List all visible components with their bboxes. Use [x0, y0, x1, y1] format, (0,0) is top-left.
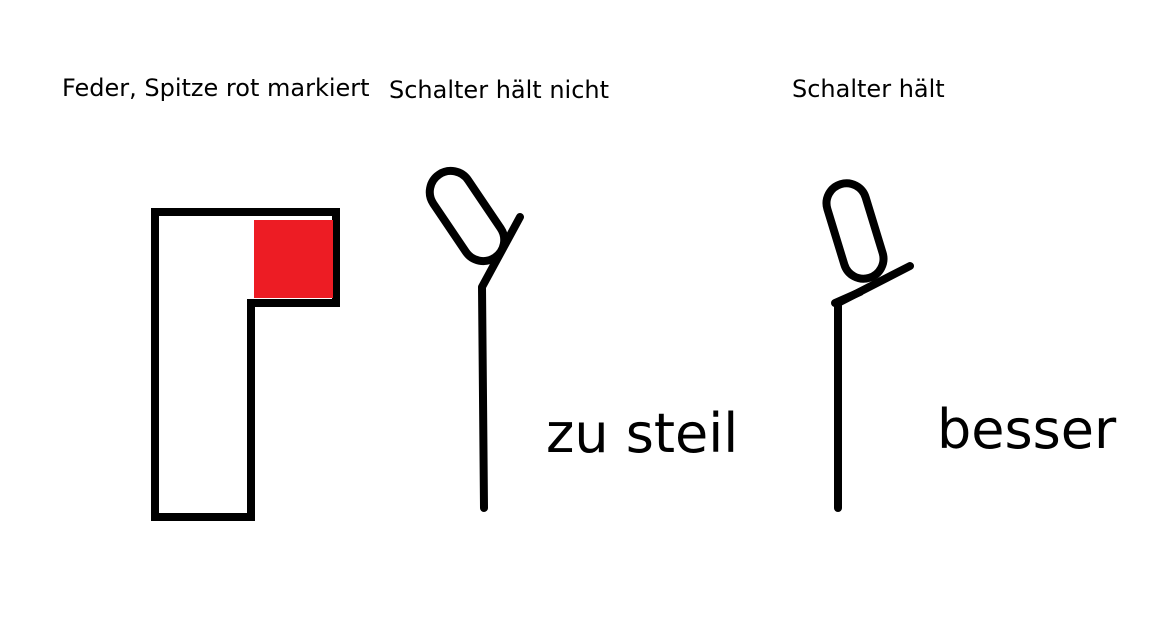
spring-figure — [151, 208, 340, 521]
spring-tip-marker — [254, 220, 333, 298]
caption-switch-holding: Schalter hält — [792, 75, 945, 103]
switch-lever-not-holding — [478, 213, 524, 512]
caption-switch-not-holding: Schalter hält nicht — [389, 76, 610, 104]
switch-lever-foot — [831, 288, 864, 307]
switch-holding — [822, 179, 914, 512]
switch-lever-holding — [834, 262, 914, 512]
switch-knob-holding — [822, 179, 888, 283]
caption-spring: Feder, Spitze rot markiert — [62, 74, 370, 102]
label-better: besser — [937, 398, 1117, 461]
switch-not-holding — [425, 166, 524, 512]
label-too-steep: zu steil — [546, 402, 739, 465]
